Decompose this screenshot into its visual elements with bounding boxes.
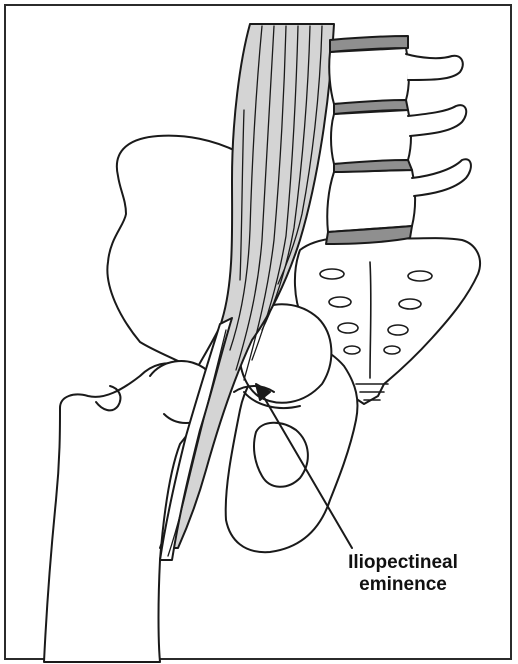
vertebra-l5 xyxy=(327,170,415,232)
vertebra-l4 xyxy=(331,110,411,164)
obturator-foramen xyxy=(254,423,308,487)
lumbar-vertebrae xyxy=(327,48,471,232)
label-line-1: Iliopectineal xyxy=(308,552,498,574)
iliopectineal-eminence-label: Iliopectineal eminence xyxy=(308,552,498,596)
label-line-2: eminence xyxy=(308,574,498,596)
vertebra-l3 xyxy=(329,48,409,104)
